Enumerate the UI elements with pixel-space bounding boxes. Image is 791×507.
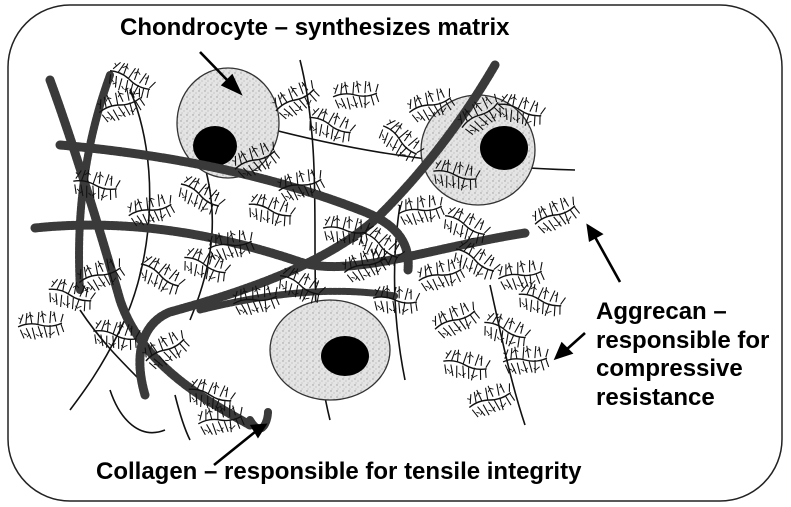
nucleus-2 [480, 126, 528, 170]
aggrecan-label: Aggrecan – responsible for compressive r… [596, 298, 769, 412]
chondrocyte-label: Chondrocyte – synthesizes matrix [120, 14, 509, 42]
aggrecan-label-line-3: compressive [596, 355, 769, 384]
nucleus-3 [321, 336, 369, 376]
aggrecan-arrow-lower [566, 333, 585, 350]
aggrecan-label-line-4: resistance [596, 384, 769, 413]
collagen-label: Collagen – responsible for tensile integ… [96, 458, 581, 486]
aggrecan-label-line-2: responsible for [596, 327, 769, 356]
aggrecan-arrow-upper [595, 237, 620, 282]
chondrocyte-cell-3 [270, 300, 390, 400]
aggrecan-label-line-1: Aggrecan – [596, 298, 769, 327]
